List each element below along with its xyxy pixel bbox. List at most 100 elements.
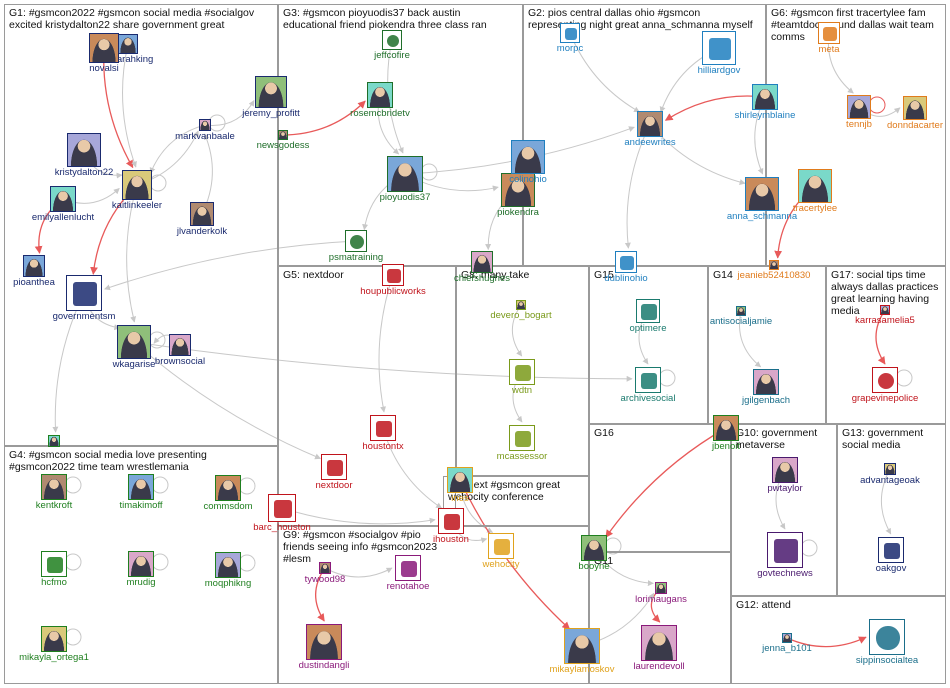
node-sksarahking[interactable]: sksarahking [103,34,153,65]
node-houstontx[interactable]: houstontx [362,415,404,452]
node-grapevinepolice[interactable]: grapevinepolice [852,367,918,404]
fire-marshal-logo [41,551,67,577]
node-label: dustindangli [298,660,350,671]
node-ihouston[interactable]: ihouston [433,508,469,545]
node-rosemcbridetv[interactable]: rosemcbridetv [350,82,410,119]
node-jeffcofire[interactable]: jeffcofire [374,30,410,61]
node-sippinsocialtea[interactable]: sippinsocialtea [856,619,918,666]
node-pioyuodis37[interactable]: pioyuodis37 [380,156,430,203]
node-moqphikng[interactable]: moqphikng [205,552,251,589]
node-label: emilyallenlucht [31,212,95,223]
optimere-logo [636,299,660,323]
node-governmentsm[interactable]: governmentsm [53,275,115,322]
node-label: colinohio [509,174,547,185]
node-newsgodess[interactable]: newsgodess [257,130,309,151]
group-title: G3: #gsmcon pioyuodis37 back austin educ… [283,7,487,31]
node-label: kaitlinkeeler [111,200,163,211]
node-psmatraining[interactable]: psmatraining [329,230,383,263]
avatar-photo-icon [903,96,927,120]
channel-2-logo [509,359,535,385]
node-kristydalton22[interactable]: kristydalton22 [55,133,113,178]
node-novalsi[interactable]: novalsi [89,33,119,74]
node-morpc[interactable]: morpc [557,23,583,54]
node-govtechnews[interactable]: govtechnews [757,532,813,579]
node-devero-bogart[interactable]: devero_bogart [490,300,552,321]
node-ines[interactable]: ines [447,467,473,504]
node-lorimaugans[interactable]: lorimaugans [635,582,687,605]
node-label: moqphikng [204,578,252,589]
node-emilyallenlucht[interactable]: emilyallenlucht [32,186,94,223]
node-chiefshughes[interactable]: chiefshughes [454,251,510,284]
node-jeremy-profitt[interactable]: jeremy_profitt [242,76,300,119]
node-label: sippinsocialtea [855,655,919,666]
node-kaitlinkeeler[interactable]: kaitlinkeeler [112,170,162,211]
node-brownsocial[interactable]: brownsocial [155,334,205,367]
node-mikaylamoskov[interactable]: mikaylamoskov [550,628,614,675]
node-antisocialjamie[interactable]: antisocialjamie [710,306,772,327]
node-label: houstontx [362,441,404,452]
node-label: jeanieb52410830 [737,270,811,281]
node-jbenoit[interactable]: jbenoit [712,415,740,452]
node-meta[interactable]: meta [818,22,840,55]
node-renotahoe[interactable]: renotahoe [387,555,429,592]
node-tennjb[interactable]: tennjb [846,95,872,130]
node-dublinohio[interactable]: dublinohio [604,251,648,284]
node-g4-small[interactable] [48,435,60,447]
node-wkagarise[interactable]: wkagarise [113,325,155,370]
avatar-photo-icon [215,552,241,578]
node-label: novalsi [89,63,119,74]
node-timakimoff[interactable]: timakimoff [119,474,163,511]
logo-mark [641,304,657,320]
node-wdtn[interactable]: wdtn [509,359,535,396]
node-tracertylee[interactable]: tracertylee [793,169,837,214]
node-advantageoak[interactable]: advantageoak [860,463,920,486]
node-oakgov[interactable]: oakgov [876,537,906,574]
node-hilliardgov[interactable]: hilliardgov [698,31,740,76]
node-jgilgenbach[interactable]: jgilgenbach [742,369,790,406]
group-box-g1: G1: #gsmcon2022 #gsmcon social media #so… [4,4,278,446]
node-mcassessor[interactable]: mcassessor [497,425,547,462]
node-houpublicworks[interactable]: houpublicworks [360,264,426,297]
node-label: commsdom [203,501,253,512]
avatar-photo-icon [880,305,890,315]
node-archivesocial[interactable]: archivesocial [621,367,675,404]
node-kentkroft[interactable]: kentkroft [36,474,72,511]
group-title: G13: government social media [842,427,924,451]
avatar-photo-icon [516,300,526,310]
social-media-tea-logo [869,619,905,655]
node-booyne[interactable]: booyne [578,535,610,572]
node-shirleymblaine[interactable]: shirleymblaine [735,84,795,121]
node-jeanieb52410830[interactable]: jeanieb52410830 [738,260,810,281]
node-jlvanderkolk[interactable]: jlvanderkolk [177,202,227,237]
node-anna-schmanna[interactable]: anna_schmanna [727,177,797,222]
node-label: ihouston [433,534,469,545]
node-mrudig[interactable]: mrudig [126,551,156,588]
node-pioanthea[interactable]: pioanthea [13,255,55,288]
node-mikayla-ortega1[interactable]: mikayla_ortega1 [19,626,89,663]
node-commsdom[interactable]: commsdom [203,475,253,512]
node-wehocity[interactable]: wehocity [483,533,519,570]
node-karrasamelia5[interactable]: karrasamelia5 [855,305,915,326]
public-works-logo [382,264,404,286]
node-hcfmo[interactable]: hcfmo [41,551,67,588]
node-laurendevoll[interactable]: laurendevoll [633,625,685,672]
logo-mark [619,255,635,271]
node-donndacarter[interactable]: donndacarter [887,96,943,131]
node-optimere[interactable]: optimere [630,299,666,334]
node-markvanbaale[interactable]: markvanbaale [175,119,235,142]
edge-antisocialjamie-to-jgilgenbach [739,310,762,368]
edge-sksarahking-to-kaitlinkeeler [122,43,137,168]
node-label: optimere [629,323,667,334]
node-colinohio[interactable]: colinohio [509,140,547,185]
node-label: hcfmo [41,577,67,588]
node-jenna-b101[interactable]: jenna_b101 [762,633,812,654]
node-andeewrites[interactable]: andeewrites [624,111,676,148]
node-label: psmatraining [328,252,384,263]
node-barc-houston[interactable]: barc_houston [253,494,311,533]
avatar-photo-icon [641,625,677,661]
node-nextdoor[interactable]: nextdoor [316,454,352,491]
node-pwtaylor[interactable]: pwtaylor [767,457,803,494]
node-label: govtechnews [757,568,813,579]
node-dustindangli[interactable]: dustindangli [299,624,349,671]
node-tywood98[interactable]: tywood98 [305,562,345,585]
